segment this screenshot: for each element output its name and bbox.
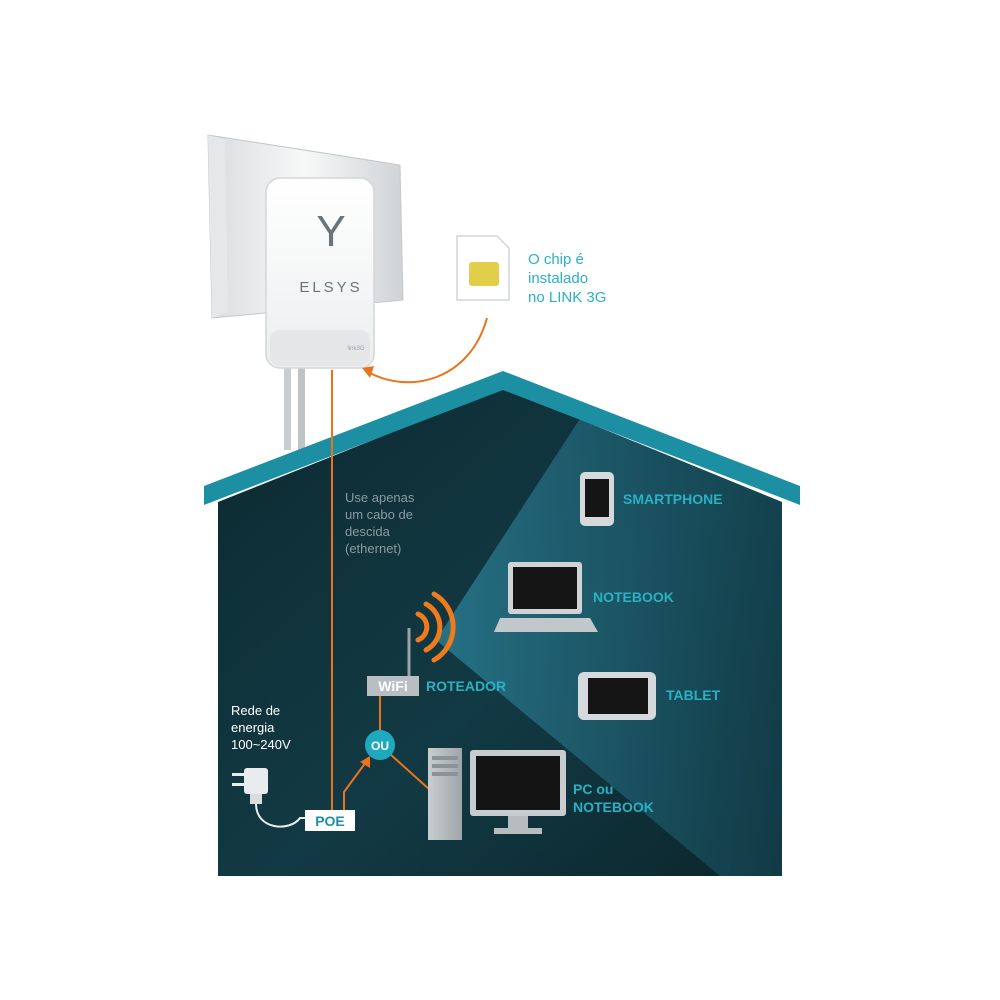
notebook-icon xyxy=(494,562,598,632)
poe-arrowhead xyxy=(360,756,370,768)
poe-link xyxy=(343,761,367,812)
pc-label: PC ou NOTEBOOK xyxy=(573,781,654,815)
cable-note-line: (ethernet) xyxy=(345,541,401,556)
or-badge-label: OU xyxy=(371,739,389,753)
mast-pole xyxy=(298,360,305,450)
poe-label: POE xyxy=(315,813,345,829)
unit-body xyxy=(265,177,375,369)
chip-note-line: instalado xyxy=(528,270,588,287)
router-icon: WiFi xyxy=(367,628,419,696)
power-plug-icon xyxy=(232,768,306,828)
chip-note-line: O chip é xyxy=(528,251,584,268)
poe-box xyxy=(305,810,355,831)
notebook-label: NOTEBOOK xyxy=(593,589,674,605)
cable-note-line: descida xyxy=(345,524,391,539)
unit-bottom xyxy=(270,330,370,366)
cable-note: Use apenas um cabo de descida (ethernet) xyxy=(345,490,418,556)
wifi-badge: WiFi xyxy=(378,678,407,694)
pc-label-line: PC ou xyxy=(573,781,613,797)
sim-chip-icon xyxy=(456,235,510,301)
smartphone-icon xyxy=(580,472,614,526)
tablet-icon xyxy=(578,672,656,720)
power-cord xyxy=(255,803,306,828)
chip-note-line: no LINK 3G xyxy=(528,289,606,306)
model-mark: link3G xyxy=(347,346,364,352)
cable-note-line: um cabo de xyxy=(345,507,413,522)
brand-logo-glyph: Y xyxy=(316,207,345,256)
power-note: Rede de energia 100~240V xyxy=(231,703,291,752)
wifi-beam xyxy=(436,388,782,876)
chip-note: O chip é instalado no LINK 3G xyxy=(528,251,606,306)
router-body xyxy=(367,676,419,696)
power-note-line: energia xyxy=(231,720,275,735)
outdoor-3g-unit-icon: Y ELSYS link3G xyxy=(207,134,404,450)
antenna-panel-edge xyxy=(208,135,228,318)
sim-contacts xyxy=(469,262,499,286)
mast-pole xyxy=(284,360,291,450)
monitor-icon xyxy=(470,750,566,834)
cable-note-line: Use apenas xyxy=(345,490,415,505)
pc-label-line: NOTEBOOK xyxy=(573,799,654,815)
power-note-line: Rede de xyxy=(231,703,280,718)
power-note-line: 100~240V xyxy=(231,737,291,752)
pc-tower-icon xyxy=(428,748,462,840)
chip-arrowhead xyxy=(362,366,374,378)
or-badge xyxy=(365,730,395,760)
router-label: ROTEADOR xyxy=(426,678,506,694)
brand-name: ELSYS xyxy=(299,279,362,296)
chip-arrow xyxy=(367,317,488,384)
tablet-label: TABLET xyxy=(666,687,721,703)
wifi-waves-icon xyxy=(415,591,456,663)
smartphone-label: SMARTPHONE xyxy=(623,491,723,507)
